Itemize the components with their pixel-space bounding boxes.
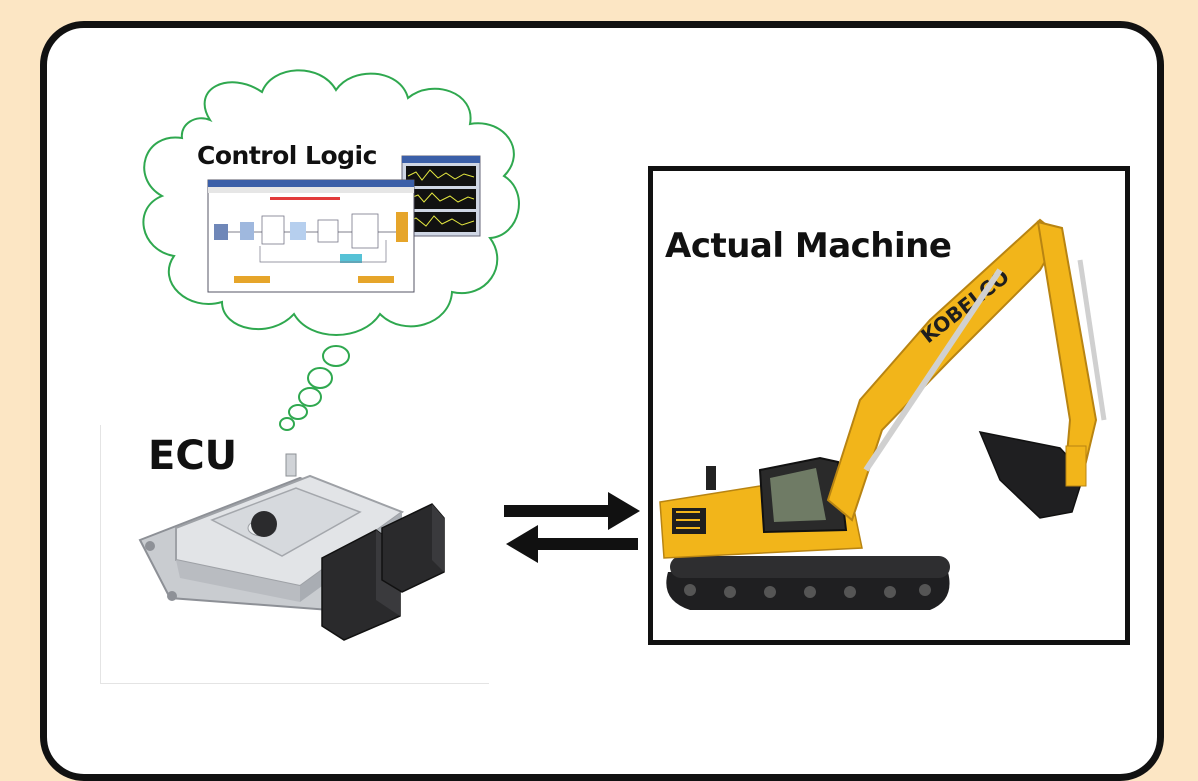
ecu-illustration: [138, 453, 445, 641]
control-logic-cloud: [142, 69, 520, 431]
simulink-model-thumbnail: [207, 179, 415, 293]
arrow-right-icon: [504, 492, 640, 530]
actual-machine-label: Actual Machine: [665, 226, 952, 266]
bidirectional-arrows: [504, 492, 640, 563]
actual-machine-frame: [648, 166, 1130, 645]
control-logic-label: Control Logic: [197, 141, 377, 170]
ecu-label: ECU: [148, 433, 238, 479]
arrow-left-icon: [506, 525, 638, 563]
scope-window-thumbnail: [401, 155, 481, 237]
excavator-illustration: KOBELCO: [659, 218, 1107, 610]
ecu-image-frame: [100, 425, 489, 684]
